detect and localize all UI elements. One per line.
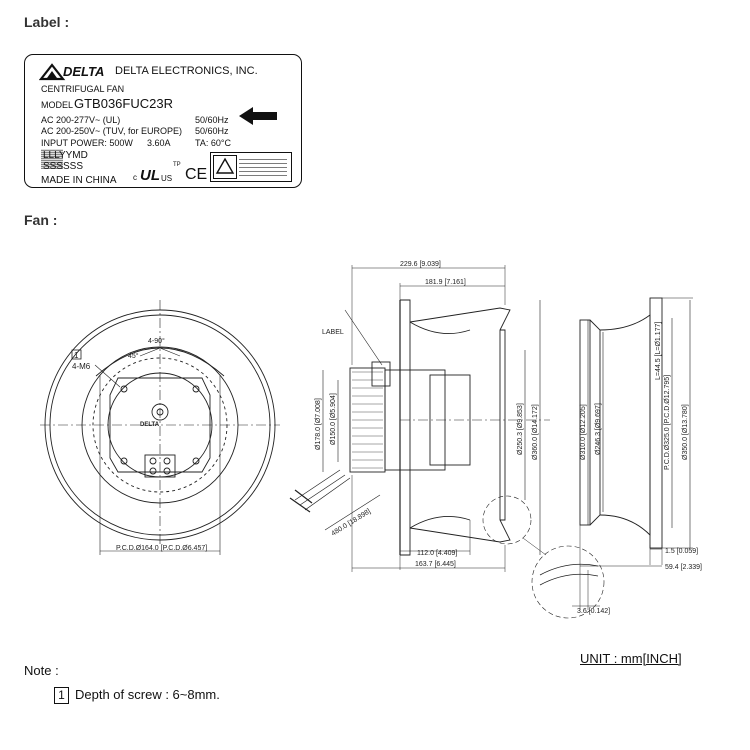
dim-229: 229.6 [9.039] [400, 261, 441, 268]
note-line: 1 Depth of screw : 6~8mm. [54, 687, 220, 704]
label-callout: LABEL [322, 329, 344, 336]
screw-spec: 4-M6 [72, 362, 91, 371]
ambient-temp: TA: 60°C [195, 138, 231, 148]
company-name: DELTA ELECTRONICS, INC. [115, 65, 258, 77]
hub-plate [109, 377, 211, 473]
side-view [289, 265, 605, 619]
origin: MADE IN CHINA [41, 175, 117, 186]
model-number: GTB036FUC23R [74, 96, 173, 111]
product-label: DELTA DELTA ELECTRONICS, INC. CENTRIFUGA… [24, 54, 302, 188]
detail-view [531, 545, 605, 619]
ac-line-1-freq: 50/60Hz [195, 115, 229, 125]
barcode-icon [41, 149, 63, 169]
dim-250: Ø250.3 [Ø9.853] [517, 403, 524, 455]
dim-pcd325: P.C.D.Ø325.0 [P.C.D.Ø12.795] [664, 375, 671, 470]
unit-note: UNIT : mm[INCH] [580, 651, 682, 666]
dim-1-5: 1.5 [0.059] [665, 548, 698, 555]
dim-3-6: 3.6 [0.142] [577, 608, 610, 615]
right-view [579, 297, 693, 570]
date-code: LLLYYMD [43, 150, 88, 161]
screw-hole [192, 457, 200, 465]
dim-181: 181.9 [7.161] [425, 279, 466, 286]
tuv-certification-box [210, 152, 292, 182]
screw-note-num: 1 [74, 351, 79, 360]
dim-360: Ø360.0 [Ø14.172] [532, 404, 539, 460]
flange [649, 297, 663, 549]
angle-45: 45° [128, 352, 139, 360]
dim-44: L=44.5 [L=Ø1.177] [655, 322, 662, 380]
dim-59: 59.4 [2.339] [665, 564, 702, 571]
ac-line-2-freq: 50/60Hz [195, 126, 229, 136]
label-plate [371, 361, 391, 387]
dim-310: Ø310.0 [Ø12.205] [580, 404, 587, 460]
screw-hole [120, 457, 128, 465]
tp-mark: TP [173, 162, 181, 168]
note-text: Depth of screw : 6~8mm. [75, 687, 220, 702]
model-prefix: MODEL [41, 100, 74, 110]
product-type: CENTRIFUGAL FAN [41, 84, 125, 94]
note-title: Note : [24, 663, 59, 678]
fin-block [349, 367, 386, 473]
dim-178: Ø178.0 [Ø7.008] [315, 398, 322, 450]
screw-hole [120, 385, 128, 393]
ac-line-1: AC 200-277V~ (UL) [41, 115, 121, 125]
label-heading: Label : [24, 14, 70, 30]
dim-112: 112.0 [4.409] [417, 550, 457, 557]
ce-mark: CE [185, 166, 208, 183]
screw-note-box [71, 349, 82, 360]
dim-163: 163.7 [6.445] [415, 561, 456, 568]
hub-brand: DELTA [140, 422, 160, 428]
pcd-inner: P.C.D.Ø164.0 [P.C.D.Ø6.457] [116, 545, 207, 552]
delta-logo-icon [39, 63, 66, 81]
rated-current: 3.60A [147, 138, 171, 148]
dim-246: Ø246.3 [Ø9.697] [595, 403, 602, 455]
tuv-fineprint-icon [239, 156, 287, 176]
dim-150: Ø150.0 [Ø5.904] [330, 393, 337, 445]
note-number-box: 1 [54, 687, 69, 704]
left-arrow-icon [239, 107, 277, 125]
brand-name: DELTA [63, 64, 105, 79]
front-view [40, 300, 280, 555]
ul-mark-icon: c UL US [133, 167, 173, 184]
serial-code: SSSSSS [43, 161, 84, 172]
dim-350: Ø350.0 [Ø13.780] [682, 404, 689, 460]
input-power: INPUT POWER: 500W [41, 138, 133, 148]
tuv-logo-icon [213, 155, 237, 179]
screw-hole [192, 385, 200, 393]
ac-line-2: AC 200-250V~ (TUV, for EUROPE) [41, 126, 182, 136]
fan-heading: Fan : [24, 212, 58, 228]
angle-4x90: 4-90° [148, 337, 165, 345]
